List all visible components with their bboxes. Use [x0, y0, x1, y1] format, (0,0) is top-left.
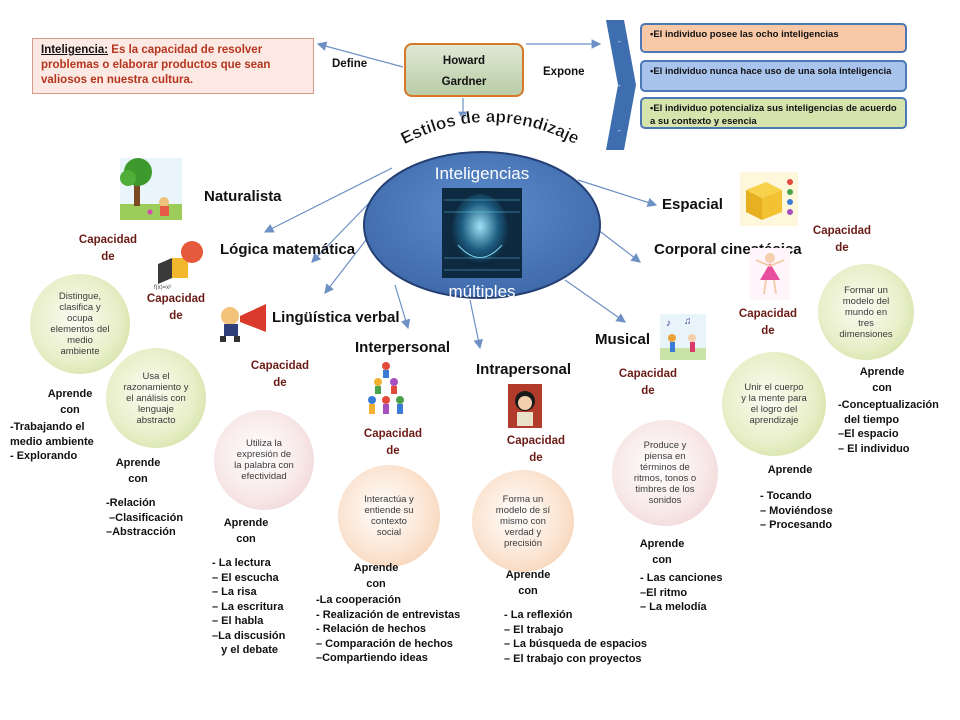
definition-term: Inteligencia: — [41, 44, 109, 56]
intrapersonal-capacidad-label: Capacidad de — [506, 435, 566, 464]
megaphone-icon — [220, 304, 266, 342]
expone-label: Expone — [543, 66, 585, 78]
musical-notes-icon: ♪ ♫ — [660, 314, 706, 360]
naturalista-capacidad-label: Capacidad de — [78, 234, 138, 263]
logica-shapes-icon: f(x)=x² — [154, 241, 203, 290]
musical-title: Musical — [595, 331, 651, 348]
naturalista-aprende-label: Aprende con — [47, 388, 93, 416]
expone-item-2: •El individuo nunca hace uso de una sola… — [640, 60, 907, 92]
logica-capacity-circle: Usa el razonamiento y el análisis con le… — [106, 348, 206, 448]
svg-text:-: - — [618, 126, 621, 135]
intrapersonal-learn-list: - La reflexión – El trabajo – La búsqued… — [504, 609, 648, 665]
interpersonal-capacity-text: Interactúa y entiende su contexto social — [364, 494, 414, 538]
espacial-capacidad-label: Capacidad de — [812, 225, 872, 254]
intrapersonal-girl-icon — [508, 384, 542, 428]
svg-text:-: - — [618, 37, 621, 46]
corporal-capacidad-label: Capacidad de — [738, 308, 798, 337]
gardner-box: Howard Gardner — [404, 43, 524, 97]
define-label: Define — [332, 58, 368, 70]
expone-chevron: - - - — [606, 20, 636, 150]
expone-item-3: •El individuo potencializa sus inteligen… — [640, 97, 907, 129]
corporal-aprende-label: Aprende — [767, 464, 813, 476]
gardner-line1: Howard — [442, 55, 486, 67]
naturalista-title: Naturalista — [204, 188, 282, 205]
svg-text:-: - — [618, 81, 621, 90]
linguistica-title: Lingüística verbal — [272, 309, 400, 326]
gardner-line2: Gardner — [441, 76, 487, 88]
definition-box: Inteligencia: Es la capacidad de resolve… — [32, 38, 314, 94]
naturalista-capacity-text: Distingue, clasifica y ocupa elementos d… — [50, 291, 110, 357]
musical-learn-list: - Las canciones –El ritmo – La melodía — [640, 572, 723, 613]
linguistica-aprende-label: Aprende con — [223, 517, 269, 545]
linguistica-capacidad-label: Capacidad de — [250, 360, 310, 389]
svg-text:f(x)=x²: f(x)=x² — [154, 285, 171, 290]
espacial-learn-list: -Conceptualización del tiempo –El espaci… — [838, 399, 939, 455]
naturalista-capacity-circle: Distingue, clasifica y ocupa elementos d… — [30, 274, 130, 374]
espacial-capacity-text: Formar un modelo del mundo en tres dimen… — [839, 284, 893, 340]
svg-text:♪: ♪ — [666, 318, 671, 329]
corporal-learn-list: - Tocando – Moviéndose – Procesando — [760, 490, 833, 531]
logica-learn-list: -Relación –Clasificación –Abstracción — [106, 497, 184, 538]
corporal-capacity-circle: Unir el cuerpo y la mente para el logro … — [722, 352, 826, 456]
musical-capacity-circle: Produce y piensa en términos de ritmos, … — [612, 420, 718, 526]
naturalista-tree-icon — [120, 158, 182, 220]
title-arc: Estilos de aprendizaje — [398, 107, 583, 148]
definition-text: Es la capacidad de resolver problemas o … — [41, 44, 271, 86]
espacial-capacity-circle: Formar un modelo del mundo en tres dimen… — [818, 264, 914, 360]
logica-capacidad-label: Capacidad de — [146, 293, 206, 322]
svg-text:♫: ♫ — [684, 316, 692, 327]
linguistica-capacity-circle: Utiliza la expresión de la palabra con e… — [214, 410, 314, 510]
logica-title: Lógica matemática — [220, 241, 356, 258]
intrapersonal-title: Intrapersonal — [476, 361, 572, 378]
dancer-icon — [750, 248, 790, 300]
center-ellipse — [363, 151, 601, 299]
musical-capacidad-label: Capacidad de — [618, 368, 678, 397]
corporal-capacity-text: Unir el cuerpo y la mente para el logro … — [741, 382, 807, 426]
espacial-cube-icon — [740, 172, 798, 226]
interpersonal-capacidad-label: Capacidad de — [363, 428, 423, 457]
intrapersonal-capacity-text: Forma un modelo de sí mismo con verdad y… — [495, 493, 551, 549]
interpersonal-aprende-label: Aprende con — [353, 562, 399, 590]
interpersonal-title: Interpersonal — [355, 339, 451, 356]
espacial-title: Espacial — [662, 196, 723, 213]
center-title-line1: Inteligencias — [434, 164, 530, 183]
interpersonal-capacity-circle: Interactúa y entiende su contexto social — [338, 465, 440, 567]
linguistica-learn-list: - La lectura – El escucha – La risa – La… — [212, 557, 286, 656]
people-pyramid-icon — [368, 362, 404, 414]
page-title: Estilos de aprendizaje — [398, 107, 583, 148]
intrapersonal-aprende-label: Aprende con — [505, 569, 551, 597]
expone-item-1: •El individuo posee las ocho inteligenci… — [640, 23, 907, 53]
naturalista-learn-list: -Trabajando el medio ambiente - Exploran… — [10, 421, 94, 462]
interpersonal-learn-list: -La cooperación - Realización de entrevi… — [316, 594, 461, 664]
musical-capacity-text: Produce y piensa en términos de ritmos, … — [633, 440, 697, 506]
linguistica-capacity-text: Utiliza la expresión de la palabra con e… — [234, 438, 294, 482]
musical-aprende-label: Aprende con — [639, 538, 685, 566]
logica-capacity-text: Usa el razonamiento y el análisis con le… — [123, 370, 189, 426]
logica-aprende-label: Aprende con — [115, 457, 161, 485]
intrapersonal-capacity-circle: Forma un modelo de sí mismo con verdad y… — [472, 470, 574, 572]
svg-text:Estilos de aprendizaje: Estilos de aprendizaje — [398, 107, 583, 148]
center-title-line2: múltiples — [448, 282, 516, 301]
espacial-aprende-label: Aprende con — [859, 366, 905, 394]
